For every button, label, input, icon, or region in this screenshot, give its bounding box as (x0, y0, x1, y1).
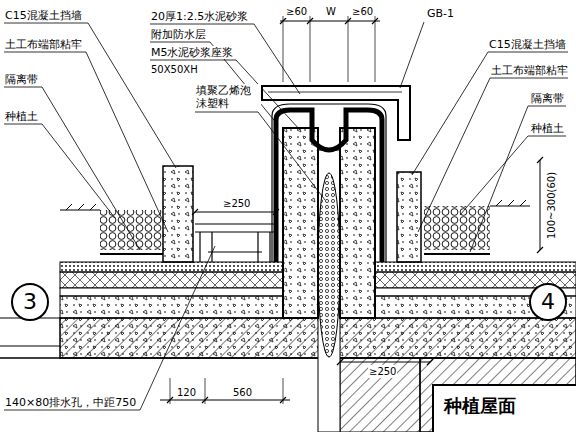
drain-hole-note: 140×80排水孔，中距750 (4, 396, 137, 409)
callout-number: 3 (23, 291, 37, 313)
callout-number: 4 (541, 291, 555, 313)
title-box: 种植屋面 (432, 384, 576, 432)
dimension: 560 (232, 386, 253, 399)
dimension: 100~300(60) (546, 170, 559, 239)
retaining-wall-label: C15混凝土挡墙 (488, 38, 567, 51)
mortar-label: 20厚1:2.5水泥砂浆 (150, 10, 249, 23)
size-label: 50X50XH (150, 63, 199, 76)
mortar-bed-label: M5水泥砂浆座浆 (150, 46, 235, 59)
isolation-strip-label: 隔离带 (530, 92, 565, 105)
part-code: GB-1 (426, 7, 455, 20)
retaining-wall-label: C15混凝土挡墙 (4, 9, 83, 22)
dimension: W (325, 5, 337, 18)
geotextile-label: 土工布端部粘牢 (4, 38, 83, 51)
dimension: ≥250 (368, 365, 397, 378)
callout-circle: 3 (11, 283, 49, 321)
dimension: ≥60 (351, 5, 374, 18)
foam-filler-label: 填聚乙烯泡 沫塑料 (195, 84, 261, 110)
planting-soil-label: 种植土 (530, 122, 565, 135)
dimension: ≥250 (222, 197, 251, 210)
waterproof-label: 附加防水层 (150, 28, 207, 41)
geotextile-label: 土工布端部粘牢 (490, 64, 569, 77)
callout-circle: 4 (529, 283, 567, 321)
planting-soil-label: 种植土 (4, 110, 39, 123)
isolation-strip-label: 隔离带 (4, 73, 39, 86)
dimension: ≥60 (285, 5, 308, 18)
title-text: 种植屋面 (444, 395, 516, 416)
dimension: 120 (176, 386, 197, 399)
